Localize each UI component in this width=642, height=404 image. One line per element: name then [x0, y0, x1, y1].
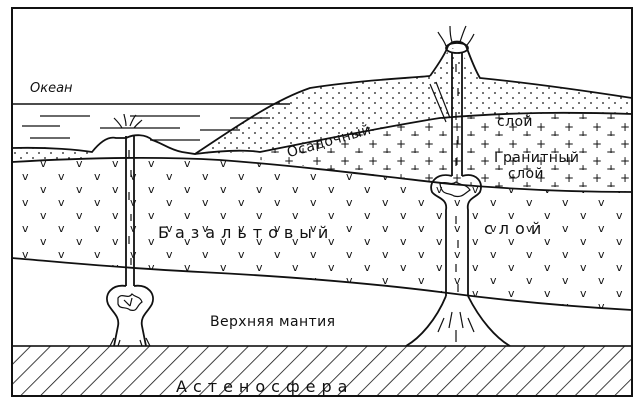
seafloor-boundary: [12, 75, 431, 155]
label-sedimentary-2: слой: [497, 114, 533, 130]
label-ocean: Океан: [30, 81, 73, 96]
left-magma-conduit: [106, 113, 154, 347]
basalt-mantle-boundary: [12, 257, 632, 311]
label-granite-1: Гранитный: [494, 150, 579, 166]
right-magma-conduit: [405, 25, 511, 347]
sediment-granite-boundary: [194, 111, 632, 155]
diagram-frame: [11, 7, 633, 397]
label-granite-2: слой: [508, 166, 544, 182]
asthenosphere-layer: [12, 346, 632, 396]
label-asthenosphere: Астеносфера: [176, 377, 353, 396]
label-upper-mantle: Верхняя мантия: [210, 314, 335, 330]
sedimentary-layer: [195, 48, 632, 154]
label-basalt-2: слой: [484, 219, 547, 238]
granite-basalt-boundary: [12, 156, 632, 193]
label-basalt-1: Базальтовый: [158, 223, 334, 242]
